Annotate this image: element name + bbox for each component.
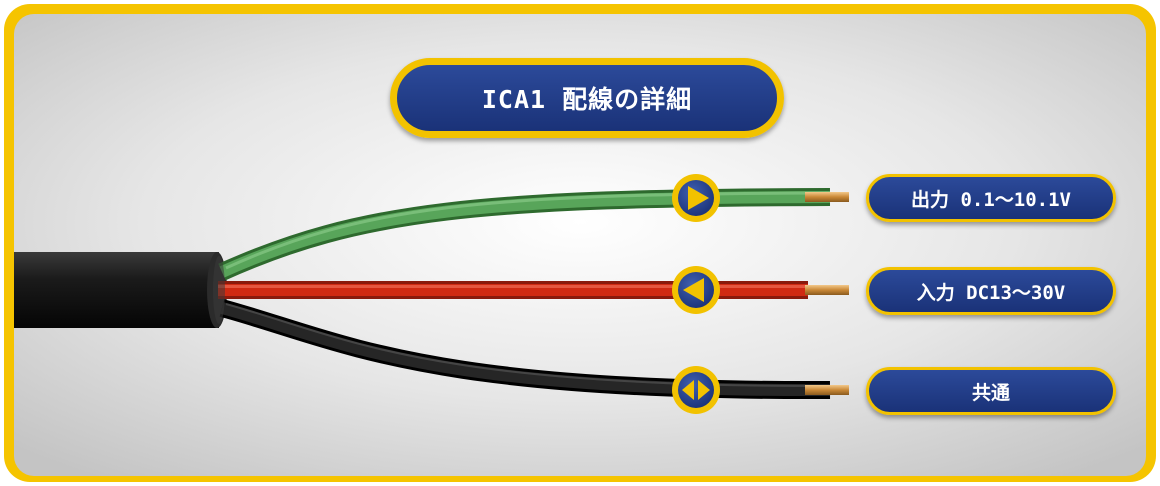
label-input: 入力 DC13～30V: [866, 267, 1116, 315]
diagram-title: ICA1 配線の詳細: [390, 58, 784, 138]
copper-core-common: [805, 385, 849, 395]
cable-jacket: [14, 252, 227, 328]
wire-input: [218, 281, 849, 299]
label-output: 出力 0.1～10.1V: [866, 174, 1116, 222]
arrow-left-icon: [672, 266, 720, 314]
frame-background: [14, 14, 1146, 476]
arrow-right-icon: [672, 174, 720, 222]
label-common: 共通: [866, 367, 1116, 415]
cable-end-face: [213, 256, 225, 324]
double-arrow-icon: [672, 366, 720, 414]
copper-core-input: [805, 285, 849, 295]
copper-core-output: [805, 192, 849, 202]
